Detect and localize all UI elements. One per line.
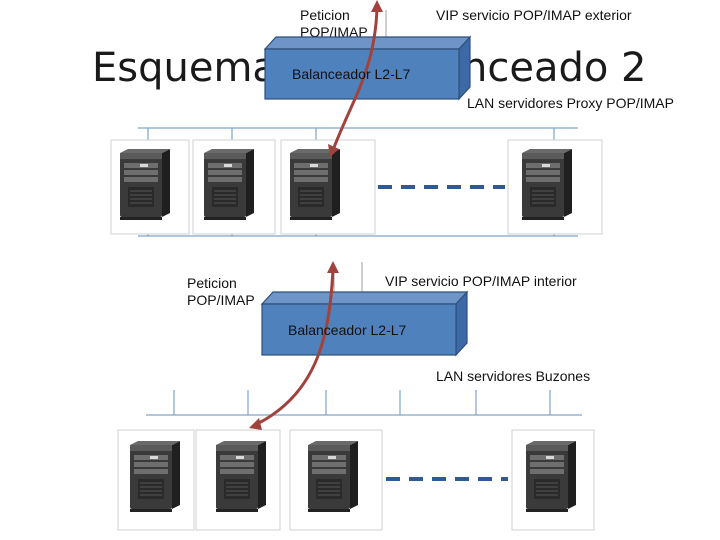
slide-title-left: Esquema (92, 45, 277, 91)
top-server-1 (110, 139, 190, 235)
bottom-vip-label: VIP servicio POP/IMAP interior (385, 273, 577, 289)
bottom-server-3 (289, 429, 383, 531)
top-vip-label: VIP servicio POP/IMAP exterior (436, 7, 632, 23)
top-server-3 (280, 139, 376, 235)
bottom-lan-label: LAN servidores Buzones (436, 368, 591, 384)
bottom-server-4 (511, 429, 595, 531)
bottom-server-1 (117, 429, 195, 531)
bottom-balancer-label: Balanceador L2-L7 (288, 322, 407, 338)
top-server-2 (192, 139, 276, 235)
bottom-balancer-box (260, 290, 469, 357)
top-lan-label: LAN servidores Proxy POP/IMAP (467, 95, 674, 111)
top-balancer-label: Balanceador L2-L7 (292, 66, 411, 82)
bottom-request-arrow (249, 261, 339, 430)
bottom-server-2 (195, 429, 281, 531)
bottom-request-label: Peticion POP/IMAP (187, 275, 255, 308)
top-request-arrow (328, 0, 383, 157)
top-request-label: Peticion POP/IMAP (300, 7, 368, 40)
top-server-4 (507, 139, 603, 235)
slide-title-right: nceado 2 (462, 45, 647, 91)
top-balancer-box (263, 35, 472, 101)
